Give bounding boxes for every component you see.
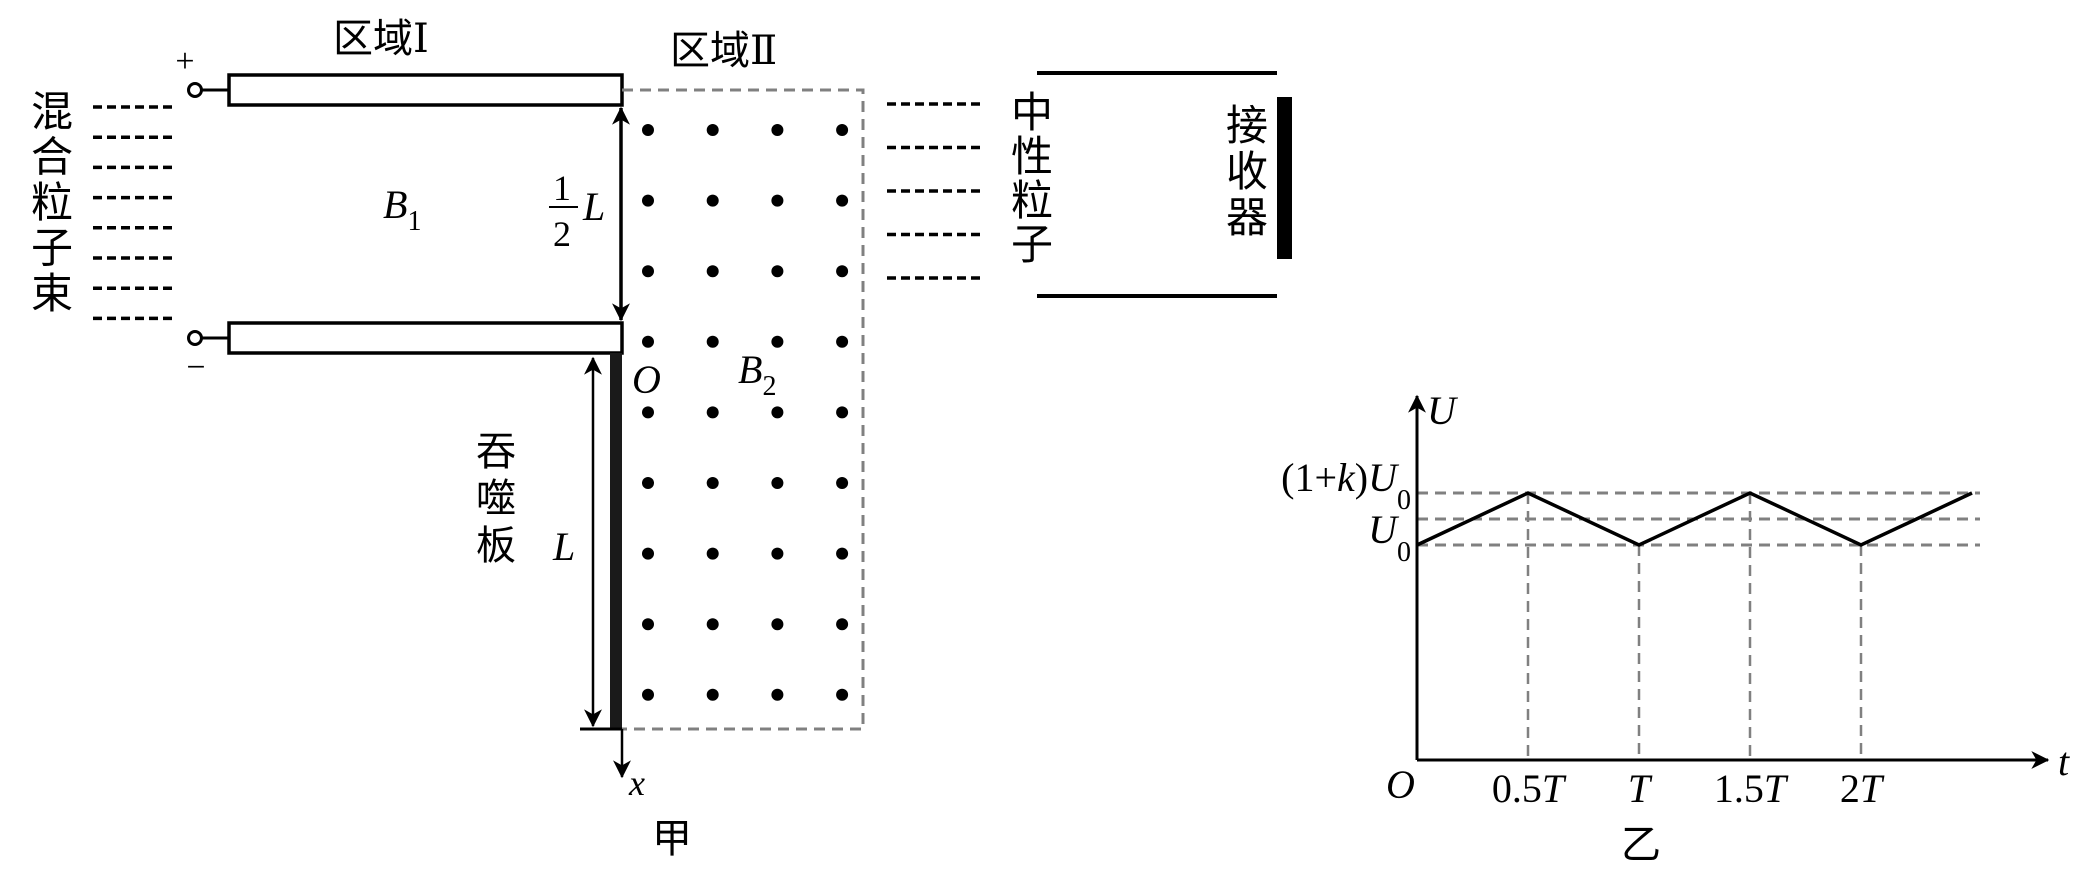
field-dot — [836, 547, 849, 560]
field-dot — [836, 265, 849, 278]
field-dot — [771, 124, 784, 136]
absorber-label-char: 噬 — [476, 476, 516, 522]
field-dot — [706, 477, 719, 489]
field-dot — [642, 618, 654, 631]
field-dot — [642, 477, 654, 489]
svg-text:L: L — [582, 184, 605, 229]
field-dot — [836, 335, 849, 348]
positive-terminal-icon — [187, 82, 203, 98]
chart-y-tick-label: (1+k)U0 — [1281, 455, 1411, 516]
beam-label-char: 子 — [31, 224, 73, 273]
field-dot — [771, 265, 784, 278]
field-dot — [706, 194, 719, 207]
field-dot — [706, 688, 719, 701]
beam-label-char: 粒 — [31, 178, 73, 227]
minus-sign: − — [186, 349, 205, 386]
origin-o-label: O — [632, 357, 661, 402]
field-dot — [771, 547, 784, 560]
svg-text:2: 2 — [553, 214, 571, 254]
chart-guides — [1417, 491, 1980, 760]
field-dot — [771, 618, 784, 631]
field-dot — [771, 406, 784, 419]
chart-x-tick-label: 1.5T — [1714, 766, 1789, 811]
chart-x-tick-label: 0.5T — [1492, 766, 1567, 811]
field-dot — [836, 194, 849, 207]
field-dot — [836, 124, 849, 136]
chart-tick-labels: 0.5T T 1.5T 2T U0(1+k)U0 — [1281, 455, 1885, 811]
field-dot — [642, 335, 654, 348]
chart-x-tick-label: T — [1628, 766, 1653, 811]
chart-series-line — [1416, 491, 1973, 547]
upper-plate — [227, 73, 624, 107]
beam-label-char: 混 — [31, 87, 73, 136]
receiver-label-char: 器 — [1226, 193, 1268, 242]
absorber-plate — [610, 353, 622, 729]
neutral-label-char: 子 — [1011, 220, 1053, 269]
receiver-plate — [1277, 97, 1292, 259]
l-dimension-label: L — [552, 524, 575, 569]
field-dot — [771, 194, 784, 207]
field-dot — [642, 265, 654, 278]
figure-a-caption: 甲 — [652, 816, 692, 862]
b2-field-dots — [642, 124, 849, 701]
neutral-label-char: 中 — [1011, 88, 1053, 137]
absorber-plate-label: 吞噬板 — [476, 429, 516, 569]
field-dot — [836, 406, 849, 419]
field-dot — [706, 335, 719, 348]
field-dot — [642, 124, 654, 136]
chart-x-tick-label: 2T — [1840, 766, 1885, 811]
lower-plate — [227, 321, 624, 355]
field-b2-label: B2 — [738, 347, 776, 402]
field-dot — [706, 547, 719, 560]
svg-text:1: 1 — [553, 168, 571, 208]
field-b2-subscript: 2 — [762, 371, 776, 402]
region2-label: 区域Ⅱ — [670, 28, 777, 74]
field-b1-subscript: 1 — [407, 206, 421, 237]
chart-y-axis-label: U — [1427, 388, 1459, 433]
field-dot — [836, 688, 849, 701]
field-dot — [771, 335, 784, 348]
field-dot — [706, 265, 719, 278]
region2-boundary — [622, 88, 865, 731]
field-dot — [706, 406, 719, 419]
figure-b-caption: 乙 — [1621, 822, 1661, 868]
absorber-label-char: 板 — [476, 523, 516, 569]
field-b1-label: B1 — [383, 182, 421, 237]
field-dot — [771, 688, 784, 701]
field-dot — [642, 547, 654, 560]
field-dot — [771, 477, 784, 489]
chart-origin-label: O — [1386, 762, 1415, 807]
field-dot — [836, 477, 849, 489]
receiver-label: 接收器 — [1226, 101, 1268, 242]
field-dot — [706, 618, 719, 631]
chart-y-tick-label: U0 — [1368, 507, 1411, 568]
mixed-beam-dashes — [93, 105, 173, 321]
chart-x-axis-label: t — [2058, 739, 2070, 784]
neutral-label-char: 粒 — [1011, 176, 1053, 225]
neutral-particle-dashes — [887, 102, 983, 280]
receiver-label-char: 接 — [1226, 101, 1268, 150]
beam-label-char: 合 — [31, 133, 73, 182]
chart-series — [1416, 491, 1973, 547]
receiver-label-char: 收 — [1226, 147, 1268, 196]
field-dot — [642, 406, 654, 419]
field-dot — [706, 124, 719, 136]
field-dot — [836, 618, 849, 631]
beam-label-char: 束 — [31, 269, 73, 318]
neutral-label-char: 性 — [1011, 132, 1053, 181]
half-l-label: 1 2 L — [549, 168, 605, 254]
figure-b-chart: U t O 0.5T T 1.5T 2T U0(1+k)U0 乙 — [1281, 388, 2070, 868]
x-axis-label: x — [628, 763, 645, 803]
field-dot — [642, 688, 654, 701]
region1-label: 区域Ⅰ — [333, 16, 429, 62]
absorber-label-char: 吞 — [476, 429, 516, 475]
plus-sign: + — [175, 43, 194, 80]
negative-terminal-icon — [187, 330, 203, 346]
field-dot — [642, 194, 654, 207]
